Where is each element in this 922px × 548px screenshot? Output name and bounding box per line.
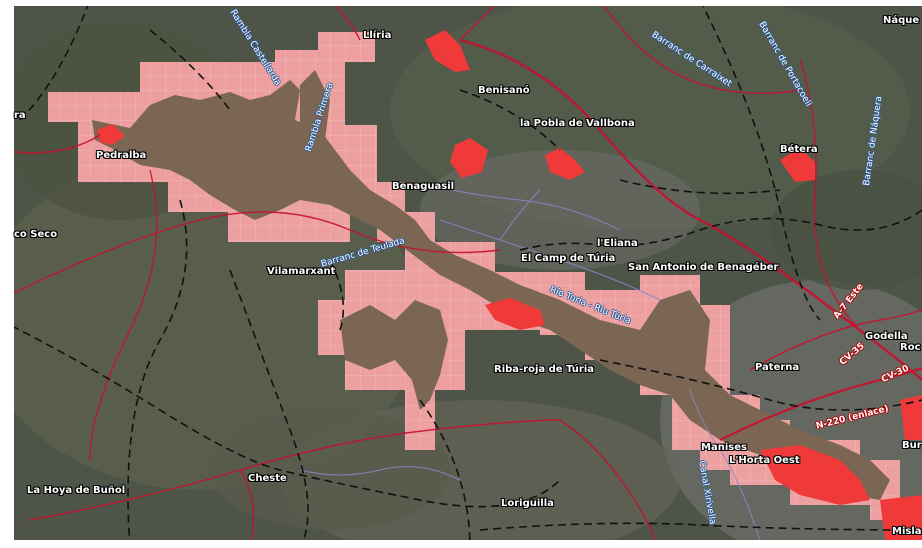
place-label-pedralba: Pedralba: [96, 150, 147, 161]
place-label-vilamarxant: Vilamarxant: [267, 266, 336, 277]
terrain-patch: [210, 410, 450, 530]
place-label-benisano: Benisanó: [478, 85, 530, 96]
place-label-bur: Bur: [902, 440, 922, 451]
place-label-ribaroja: Riba-roja de Túria: [494, 364, 595, 375]
place-label-leliana: l'Eliana: [597, 238, 638, 249]
place-label-paterna: Paterna: [755, 362, 800, 373]
place-label-naquera: Náque: [883, 15, 920, 26]
river-area: [92, 70, 890, 500]
urban-areas: [97, 30, 922, 540]
place-label-hoyabunol: La Hoya de Buñol: [27, 485, 126, 496]
terrain-patch: [420, 150, 700, 270]
place-label-campturia: El Camp de Túria: [521, 253, 616, 264]
place-label-sanantonio: San Antonio de Benagéber: [628, 262, 779, 273]
place-label-godella: Godella: [865, 331, 908, 342]
place-label-cheste: Cheste: [248, 473, 287, 484]
place-label-loriguilla: Loriguilla: [501, 498, 554, 509]
waterways: [299, 184, 761, 541]
place-label-lliria: Llíria: [363, 30, 392, 41]
place-label-cseco: co Seco: [14, 229, 58, 240]
place-label-roc: Roc: [900, 342, 921, 353]
place-label-misla: Misla: [892, 526, 922, 537]
map-frame-top: [0, 0, 922, 6]
place-label-left-edge: ra: [14, 110, 26, 121]
place-label-benaguasil: Benaguasil: [392, 181, 455, 192]
place-label-betera: Bétera: [780, 144, 818, 155]
place-label-manises: Manises: [701, 442, 747, 453]
place-label-pobla: la Pobla de Vallbona: [520, 118, 635, 129]
place-label-hortaoest: L'Horta Oest: [729, 455, 800, 466]
map-frame-bottom: [0, 540, 922, 548]
map-frame-left: [0, 0, 14, 548]
